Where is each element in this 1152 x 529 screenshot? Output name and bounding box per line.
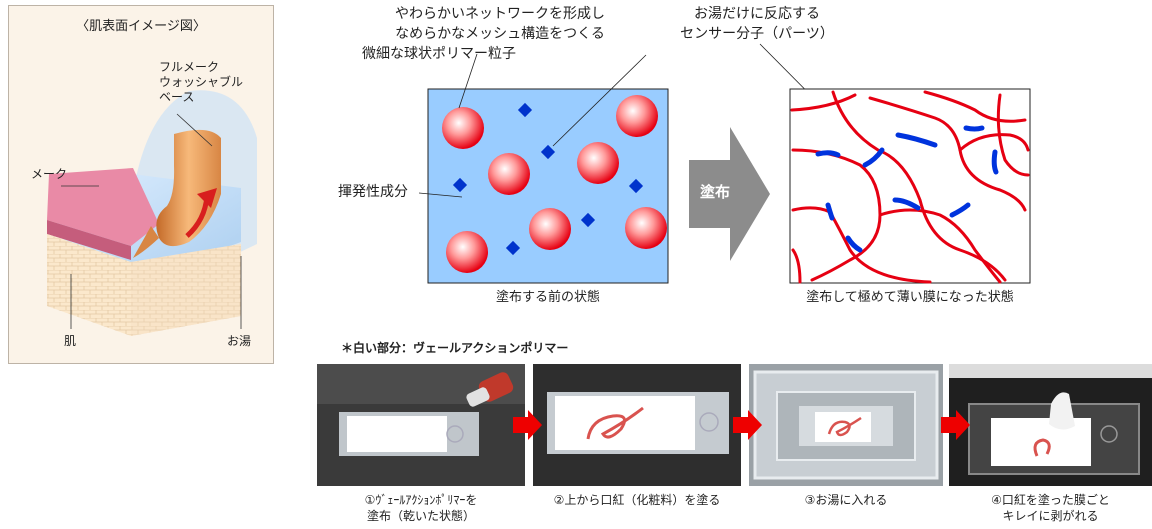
sensor-description: お湯だけに反応する センサー分子（パーツ） xyxy=(662,4,852,44)
apply-arrow-label: 塗布 xyxy=(699,183,730,201)
polymer-sphere xyxy=(577,142,619,184)
label-hot-water: お湯 xyxy=(227,334,252,348)
step-arrow-3 xyxy=(941,410,970,440)
sensor-desc-line1: お湯だけに反応する xyxy=(694,6,820,22)
step4-photo-image xyxy=(949,364,1152,486)
step4-caption: ④口紅を塗った膜ごと キレイに剥がれる xyxy=(949,492,1152,524)
sensor-desc-line2: センサー分子（パーツ） xyxy=(680,26,834,42)
sensor-molecule xyxy=(580,212,596,228)
step-arrow-2 xyxy=(733,410,762,440)
step2-photo xyxy=(533,364,741,486)
polymer-diagram xyxy=(418,43,1031,284)
sensor-molecule xyxy=(628,178,644,194)
label-makeup: メーク xyxy=(31,167,68,181)
polymer-sphere xyxy=(442,107,484,149)
step2-caption-line1: ②上から口紅（化粧料）を塗る xyxy=(553,493,721,507)
sensor-molecule xyxy=(505,240,521,256)
polymer-description: やわらかいネットワークを形成し なめらかなメッシュ構造をつくる 微細な球状ポリマ… xyxy=(350,4,650,64)
label-full-makeup-line2: ウォッシャブル xyxy=(159,75,244,89)
polymer-sphere xyxy=(616,95,658,137)
apply-arrow xyxy=(689,127,770,261)
step1-photo-image xyxy=(317,364,525,486)
polymer-sphere xyxy=(488,153,530,195)
step1-caption: ①ｳﾞｪｰﾙｱｸｼｮﾝﾎﾟﾘﾏｰを 塗布（乾いた状態） xyxy=(317,492,525,524)
polymer-sphere xyxy=(446,231,488,273)
step1-caption-line2: 塗布（乾いた状態） xyxy=(366,509,475,523)
label-skin: 肌 xyxy=(64,334,77,348)
step4-caption-line2: キレイに剥がれる xyxy=(1002,509,1099,523)
skin-panel-title: 〈肌表面イメージ図〉 xyxy=(76,19,206,34)
after-state-caption: 塗布して極めて薄い膜になった状態 xyxy=(806,290,1014,305)
step3-caption: ③お湯に入れる xyxy=(749,492,943,508)
polymer-desc-line1: やわらかいネットワークを形成し xyxy=(395,6,605,22)
polymer-sphere xyxy=(625,207,667,249)
sensor-molecule xyxy=(517,102,533,118)
step2-caption: ②上から口紅（化粧料）を塗る xyxy=(533,492,741,508)
step4-photo xyxy=(949,364,1152,486)
polymer-sphere xyxy=(529,208,571,250)
step1-caption-line1: ①ｳﾞｪｰﾙｱｸｼｮﾝﾎﾟﾘﾏｰを xyxy=(364,493,478,507)
step1-photo xyxy=(317,364,525,486)
polymer-desc-line3: 微細な球状ポリマー粒子 xyxy=(362,46,516,62)
volatile-component-label: 揮発性成分 xyxy=(338,184,408,200)
sensor-molecule xyxy=(452,177,468,193)
label-full-makeup-line1: フルメーク xyxy=(159,60,220,74)
step3-caption-line1: ③お湯に入れる xyxy=(804,493,888,507)
polymer-desc-line2: なめらかなメッシュ構造をつくる xyxy=(395,26,605,42)
skin-layer-illustration xyxy=(47,90,257,336)
step-arrows xyxy=(513,410,970,440)
label-full-makeup-line3: ベース xyxy=(159,90,195,104)
step-arrow-1 xyxy=(513,410,542,440)
sensor-molecule xyxy=(540,144,556,160)
photo-note: ＊白い部分：ヴェールアクションポリマー xyxy=(341,341,569,355)
skin-illustration-panel: 〈肌表面イメージ図〉 フルメーク ウォッシャブル ベース メーク 肌 お湯 xyxy=(8,5,274,364)
step3-photo xyxy=(749,364,943,486)
step2-photo-image xyxy=(533,364,741,486)
step3-photo-image xyxy=(749,364,943,486)
step4-caption-line1: ④口紅を塗った膜ごと xyxy=(991,493,1110,507)
before-state-caption: 塗布する前の状態 xyxy=(495,290,600,305)
